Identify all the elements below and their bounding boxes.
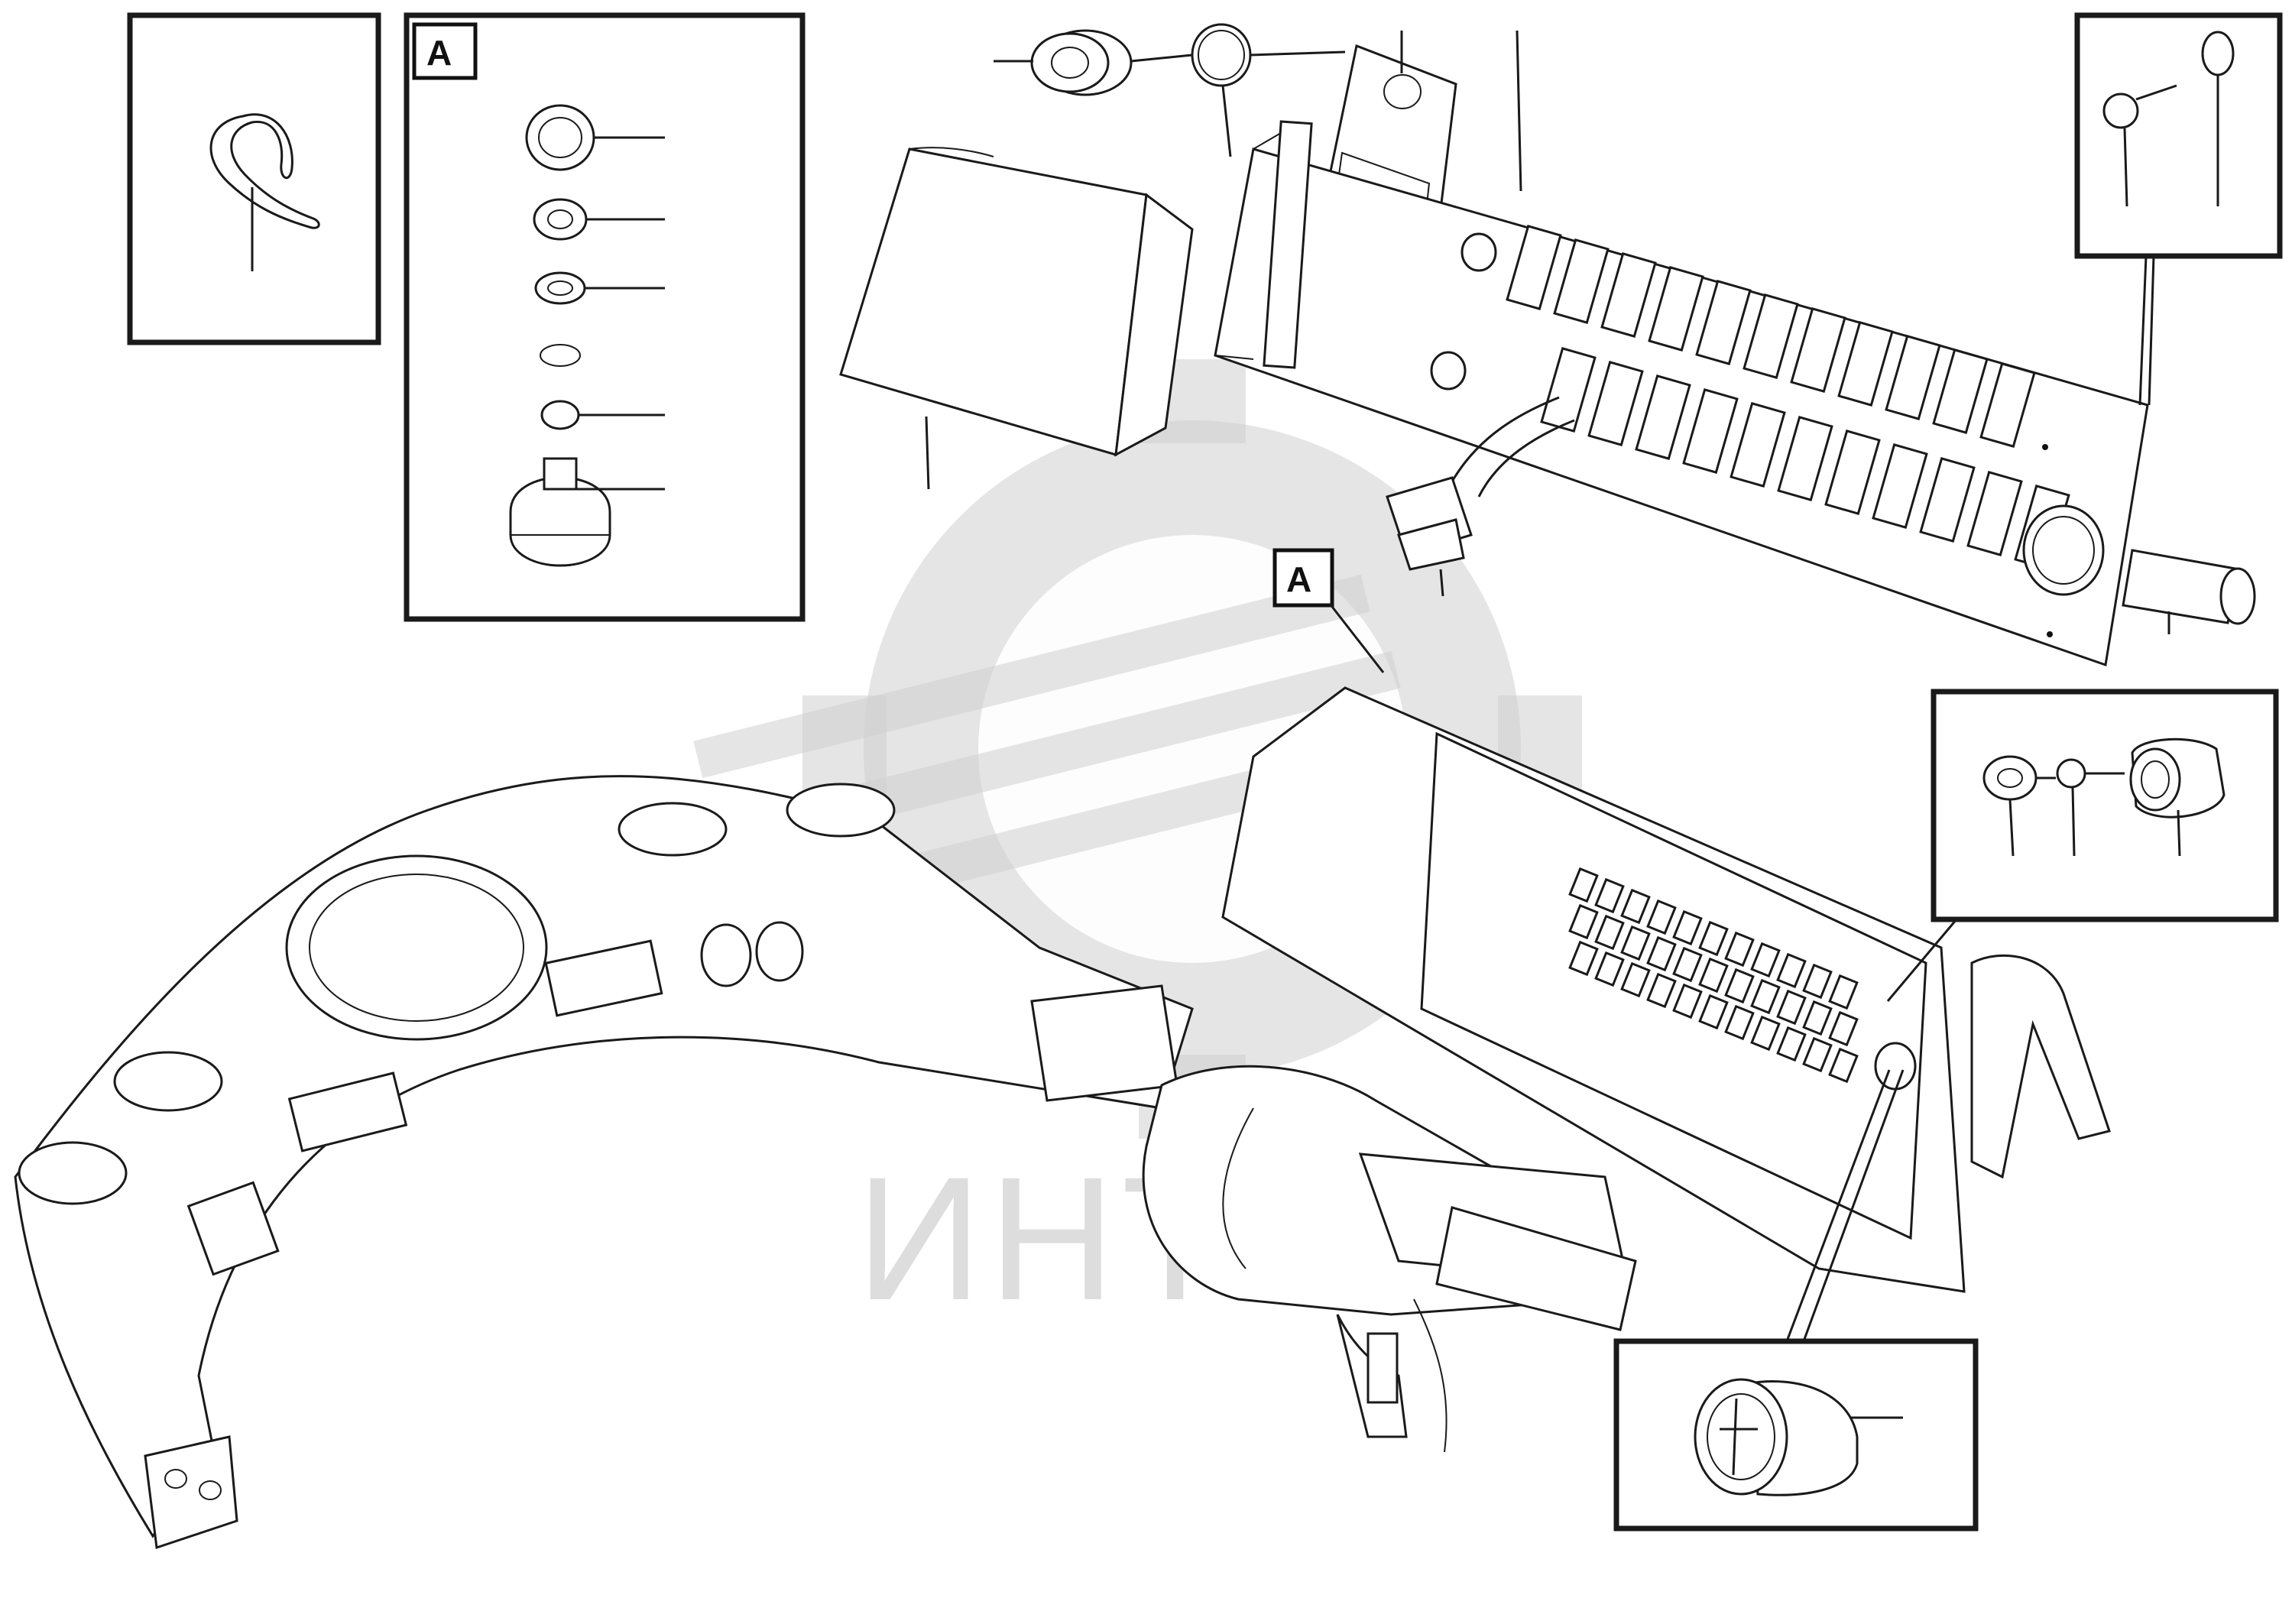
upper-switch-cell [1648, 266, 1704, 352]
detail-box-clip [127, 12, 381, 345]
detail-box-screws [2074, 12, 2283, 406]
lower-switch-cell [1730, 402, 1786, 488]
console-switch-cell [1620, 925, 1651, 961]
console-switch-cell [1568, 903, 1599, 940]
upper-switch-cell [1743, 293, 1799, 379]
console-switch-cell [1672, 946, 1703, 983]
console-switch-cell [1646, 972, 1677, 1009]
upper-switch-cell [1885, 335, 1941, 420]
console-switch-cell [1802, 1036, 1833, 1073]
console-switch-cell [1646, 935, 1677, 972]
console-switch-cell [1828, 1010, 1859, 1047]
detail-box-right [1886, 689, 2279, 1002]
console-switch-cell [1828, 1047, 1859, 1084]
upper-switch-cell [1837, 321, 1894, 407]
detail-box-socket [1613, 1069, 1979, 1532]
upper-switch-cell [1979, 362, 2036, 448]
lower-switch-cell [1919, 457, 1976, 543]
lower-switch-cell [1824, 430, 1881, 515]
console-switch-cell [1594, 951, 1625, 987]
top-knob-group [994, 23, 1346, 157]
console-switch-cell [1724, 968, 1755, 1004]
lower-switch-cell [1587, 361, 1644, 446]
switch-panel-upper [1214, 30, 2149, 667]
console-switch-cell [1776, 952, 1807, 989]
console-switch-cell [1750, 978, 1781, 1015]
console-switch-cell [1698, 994, 1729, 1030]
console-switch-cell [1724, 1004, 1755, 1041]
dashboard-left-wing [14, 775, 1194, 1550]
lower-switch-cell [1872, 443, 1928, 529]
console-switch-cell [1672, 983, 1703, 1019]
console-switch-cell [1594, 877, 1625, 914]
pigtail-lamp [1386, 396, 1575, 597]
console-switch-cell [1594, 914, 1625, 951]
lower-switch-cell [1966, 471, 2023, 556]
console-switch-cell [1802, 1000, 1833, 1036]
upper-switch-cell [1790, 307, 1846, 393]
detail-a-callout-letter: A [1286, 559, 1311, 599]
upper-switch-cell [1932, 348, 1989, 434]
upper-switch-cell [1553, 238, 1610, 324]
console-switch-cell [1724, 931, 1755, 968]
panel-cover-box [839, 147, 1194, 490]
console-switch-cell [1828, 974, 1859, 1010]
console-switch-cell [1776, 1026, 1807, 1062]
console-switch-cell [1698, 957, 1729, 994]
console-switch-cell [1672, 909, 1703, 946]
console-switch-cell [1620, 888, 1651, 925]
console-switch-cell [1776, 989, 1807, 1026]
console-switch-cell [1750, 942, 1781, 978]
console-switch-cell [1698, 920, 1729, 957]
detail-a-callout: A [1272, 548, 1385, 673]
console-switch-cell [1750, 1015, 1781, 1052]
lower-switch-cell [1777, 416, 1833, 501]
upper-switch-cell [1600, 252, 1657, 338]
console-switch-cell [1568, 867, 1599, 903]
console-switch-cell [1802, 963, 1833, 1000]
lower-switch-cell [1635, 374, 1691, 460]
panel-end-cylinder [2122, 549, 2256, 634]
lower-switch-cell [1682, 388, 1739, 474]
console-switch-cell [1568, 940, 1599, 977]
console-switch-cell [1620, 961, 1651, 998]
upper-switch-cell [1695, 280, 1752, 365]
detail-a-letter: A [426, 33, 452, 73]
detail-box-a: A [404, 12, 806, 622]
upper-switch-cell [1506, 225, 1562, 310]
console-switch-cell [1646, 899, 1677, 935]
